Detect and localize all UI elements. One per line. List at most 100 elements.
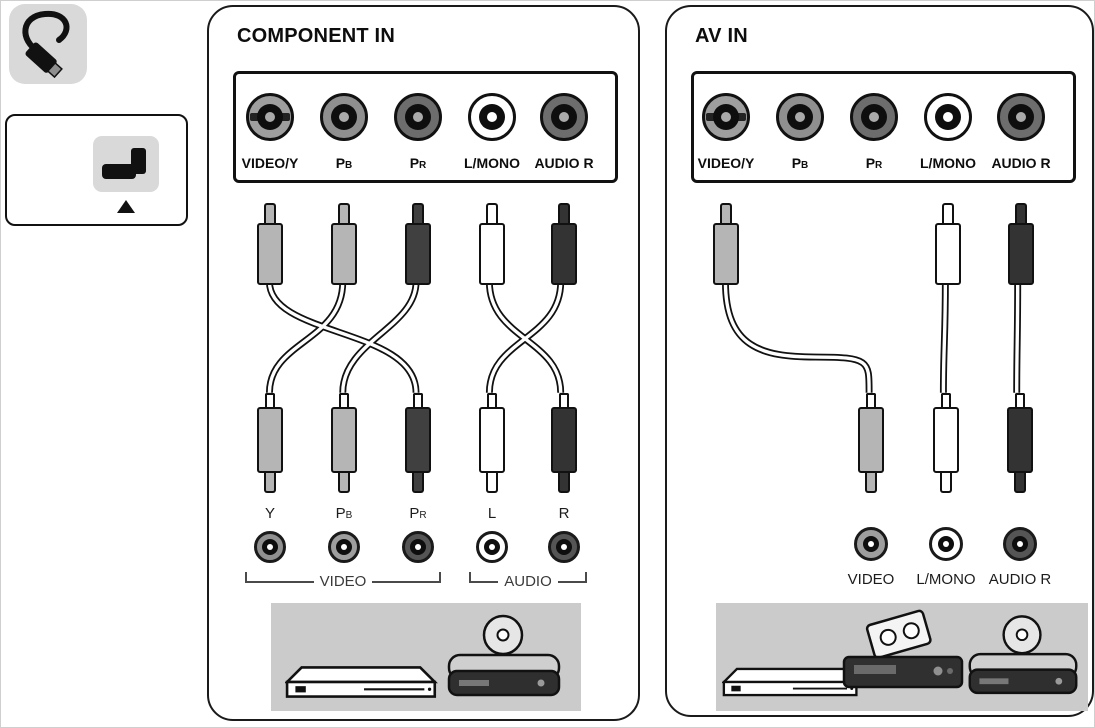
jack-inner xyxy=(405,104,431,130)
device-port-label: VIDEO xyxy=(847,571,895,588)
bracket-tick xyxy=(585,572,588,583)
rca-plug xyxy=(479,203,505,285)
device-port-label: PR xyxy=(409,505,427,522)
tv-jack-box xyxy=(233,71,618,183)
rear-port-glyph xyxy=(93,136,159,213)
bracket-tick xyxy=(469,572,471,583)
jack-inner xyxy=(479,104,505,130)
device-pr-jack xyxy=(402,531,434,563)
plug-body xyxy=(1007,407,1033,473)
plug-tip xyxy=(486,203,498,223)
jack-inner xyxy=(713,104,739,130)
port-label: L/MONO xyxy=(920,155,976,171)
port-label: PB xyxy=(335,155,353,171)
jack-inner xyxy=(935,104,961,130)
vcr-player-icon xyxy=(842,609,964,689)
plug-tip xyxy=(264,473,276,493)
plug-tip xyxy=(865,473,877,493)
rca-plug xyxy=(1007,393,1033,493)
bracket-tick xyxy=(245,572,247,583)
plug-body xyxy=(935,223,961,285)
bracket-line xyxy=(247,580,314,583)
device-port-label: AUDIO R xyxy=(988,571,1052,588)
bracket-line xyxy=(557,580,586,583)
plug-body xyxy=(257,407,283,473)
tv-jack-box xyxy=(691,71,1076,183)
rca-plug xyxy=(933,393,959,493)
jack-inner xyxy=(551,104,577,130)
jack-inner xyxy=(1012,536,1028,552)
plug-tip xyxy=(338,473,350,493)
jack-inner xyxy=(257,104,283,130)
device-video-jack xyxy=(854,527,888,561)
rca-plug xyxy=(935,203,961,285)
device-pb-jack xyxy=(328,531,360,563)
rca-plug xyxy=(479,393,505,493)
jack-inner xyxy=(484,539,500,555)
plug-tip xyxy=(558,203,570,223)
device-port-label: PB xyxy=(335,505,353,522)
plug-tip xyxy=(940,473,952,493)
l-mono-jack xyxy=(924,93,972,141)
plug-body xyxy=(713,223,739,285)
port-label: PR xyxy=(409,155,427,171)
video-group-bracket: VIDEO xyxy=(245,572,441,590)
rca-plug xyxy=(551,393,577,493)
port-label: VIDEO/Y xyxy=(697,155,755,171)
cable-boot xyxy=(1015,393,1025,407)
cable-plug-glyph xyxy=(22,10,70,79)
jack-inner xyxy=(938,536,954,552)
plug-tip xyxy=(720,203,732,223)
audio-group-bracket: AUDIO xyxy=(469,572,588,590)
port-label: L/MONO xyxy=(464,155,520,171)
device-l-jack xyxy=(476,531,508,563)
rca-plug xyxy=(331,393,357,493)
bracket-line xyxy=(471,580,499,583)
disc-player-icon xyxy=(447,614,561,697)
jack-inner xyxy=(861,104,887,130)
cable-boot xyxy=(866,393,876,407)
device-port-label: R xyxy=(558,505,570,522)
plug-tip xyxy=(338,203,350,223)
port-label: PB xyxy=(791,155,809,171)
component-in-panel: COMPONENT IN VIDEO/Y PB PR L/MONO AUDIO … xyxy=(207,5,640,721)
plug-body xyxy=(479,407,505,473)
jack-inner xyxy=(556,539,572,555)
device-port-label: L/MONO xyxy=(916,571,976,588)
audio-group-label: AUDIO xyxy=(504,573,552,590)
cable-boot xyxy=(487,393,497,407)
plug-body xyxy=(1008,223,1034,285)
source-devices-box xyxy=(716,603,1088,711)
plug-tip xyxy=(412,203,424,223)
plug-body xyxy=(551,407,577,473)
pb-jack xyxy=(320,93,368,141)
rca-plug xyxy=(405,393,431,493)
audio-r-jack xyxy=(540,93,588,141)
rca-plug xyxy=(257,203,283,285)
plug-body xyxy=(933,407,959,473)
plug-body xyxy=(551,223,577,285)
plug-tip xyxy=(264,203,276,223)
port-label: PR xyxy=(865,155,883,171)
plug-tip xyxy=(942,203,954,223)
jack-inner xyxy=(1008,104,1034,130)
jack-inner xyxy=(262,539,278,555)
plug-body xyxy=(331,223,357,285)
port-label: VIDEO/Y xyxy=(241,155,299,171)
jack-inner xyxy=(331,104,357,130)
plug-body xyxy=(405,223,431,285)
video-group-label: VIDEO xyxy=(319,573,367,590)
source-devices-box xyxy=(271,603,581,711)
port-label: AUDIO R xyxy=(534,155,594,171)
rca-plug xyxy=(1008,203,1034,285)
panel-title: AV IN xyxy=(695,25,748,47)
rear-port-icon xyxy=(5,114,188,226)
audio-r-jack xyxy=(997,93,1045,141)
pr-jack xyxy=(850,93,898,141)
cable-boot xyxy=(941,393,951,407)
av-in-panel: AV IN VIDEO/Y PB PR L/MONO AUDIO R xyxy=(665,5,1094,717)
plug-body xyxy=(257,223,283,285)
cable-boot xyxy=(265,393,275,407)
plug-body xyxy=(858,407,884,473)
panel-title: COMPONENT IN xyxy=(237,25,395,47)
